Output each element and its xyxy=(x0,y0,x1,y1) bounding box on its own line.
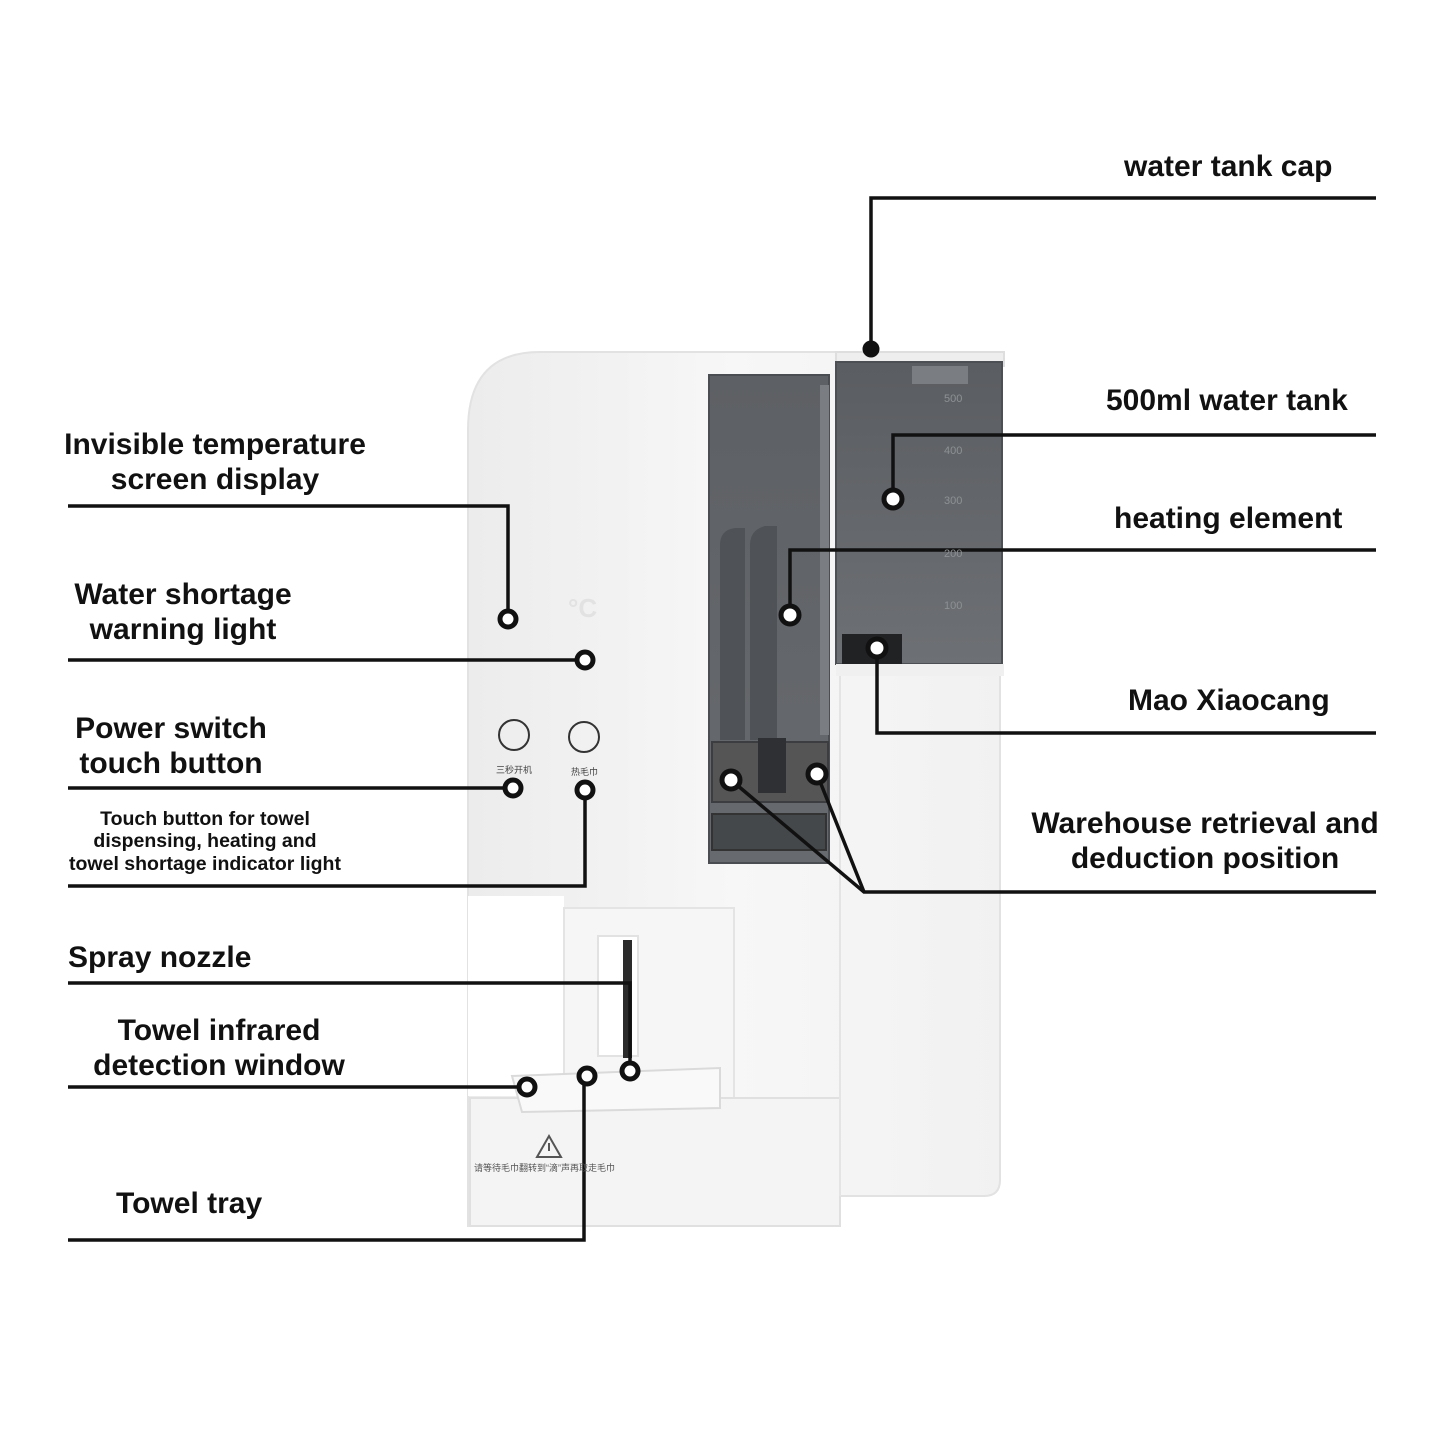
towel-button-icon xyxy=(568,721,600,753)
temperature-unit: °C xyxy=(568,593,598,623)
label-infrared-line-1: Towel infrared xyxy=(117,1014,321,1047)
label-warehouse-line-2: deduction position xyxy=(1070,841,1340,875)
tank-scale-400: 400 xyxy=(944,445,963,457)
tray-warning-text: 请等待毛巾翻转到“滴”声再取走毛巾 xyxy=(474,1163,615,1173)
tray-platform xyxy=(510,1066,721,1114)
dot-towel-button xyxy=(574,779,596,801)
tank-scale-300: 300 xyxy=(944,495,963,507)
dot-water-shortage xyxy=(574,649,596,671)
label-water-tank-cap: water tank cap xyxy=(1124,150,1333,183)
dot-mao-xiaocang xyxy=(865,636,889,660)
dot-power-switch xyxy=(502,777,524,799)
tank-scale-100: 100 xyxy=(944,600,963,612)
label-infrared-line-2: detection window xyxy=(93,1048,345,1082)
leader-towel-button xyxy=(68,790,587,888)
label-power-switch-line-2: touch button xyxy=(79,746,263,780)
leader-temperature-display xyxy=(68,504,510,619)
label-warehouse: Warehouse retrieval and deduction positi… xyxy=(1016,807,1394,876)
nozzle-housing xyxy=(563,907,735,1099)
dot-towel-tray xyxy=(576,1065,598,1087)
leader-mao-xiaocang xyxy=(875,648,1376,735)
spray-nozzle-part xyxy=(623,940,632,1058)
dot-infrared-window xyxy=(516,1076,538,1098)
power-caption: 三秒开机 xyxy=(496,765,533,775)
dot-temperature-display xyxy=(497,608,519,630)
dot-water-tank-cap xyxy=(862,340,880,358)
label-heating-element: heating element xyxy=(1114,502,1343,535)
tank-scale-500: 500 xyxy=(944,393,963,405)
label-temperature-line-2: screen display xyxy=(110,462,320,496)
dot-spray-nozzle xyxy=(619,1060,641,1082)
label-infrared-window: Towel infrared detection window xyxy=(60,1014,378,1083)
label-towel-button: Touch button for towel dispensing, heati… xyxy=(40,808,370,875)
label-towel-tray: Towel tray xyxy=(116,1187,263,1220)
leader-towel-tray xyxy=(68,1076,586,1242)
towel-tray-part xyxy=(469,1097,841,1227)
label-water-shortage: Water shortage warning light xyxy=(40,578,326,647)
power-button-icon xyxy=(498,719,530,751)
label-spray-nozzle: Spray nozzle xyxy=(68,941,252,974)
label-temperature-display: Invisible temperature screen display xyxy=(40,428,390,497)
dot-warehouse-a xyxy=(719,768,743,792)
label-water-tank: 500ml water tank xyxy=(1106,384,1348,417)
label-towel-button-line-1: Touch button for towel xyxy=(100,808,310,830)
leader-warehouse-b xyxy=(815,773,866,893)
label-water-shortage-line-2: warning light xyxy=(89,612,277,646)
water-tank-part xyxy=(835,351,1005,676)
label-mao-xiaocang: Mao Xiaocang xyxy=(1128,684,1330,717)
warning-icon xyxy=(535,1133,563,1158)
label-power-switch: Power switch touch button xyxy=(40,712,302,781)
leader-spray-nozzle xyxy=(68,981,632,1071)
tray-recess xyxy=(468,896,564,1096)
leader-water-tank-cap xyxy=(869,196,1376,349)
label-water-shortage-line-1: Water shortage xyxy=(74,578,292,611)
dot-warehouse-b xyxy=(805,762,829,786)
leader-water-tank xyxy=(891,433,1376,499)
dot-heating-element xyxy=(778,603,802,627)
label-warehouse-line-1: Warehouse retrieval and xyxy=(1031,807,1379,840)
callout-dots xyxy=(497,340,905,1098)
dot-water-tank xyxy=(881,487,905,511)
tank-scale-200: 200 xyxy=(944,548,963,560)
leader-heating-element xyxy=(788,548,1376,615)
towel-caption: 热毛巾 xyxy=(571,767,599,777)
leader-lines xyxy=(68,196,1376,1242)
label-towel-button-line-3: towel shortage indicator light xyxy=(69,852,341,875)
label-temperature-line-1: Invisible temperature xyxy=(64,428,366,461)
label-power-switch-line-1: Power switch xyxy=(75,712,267,745)
label-towel-button-line-2: dispensing, heating and xyxy=(93,830,317,853)
